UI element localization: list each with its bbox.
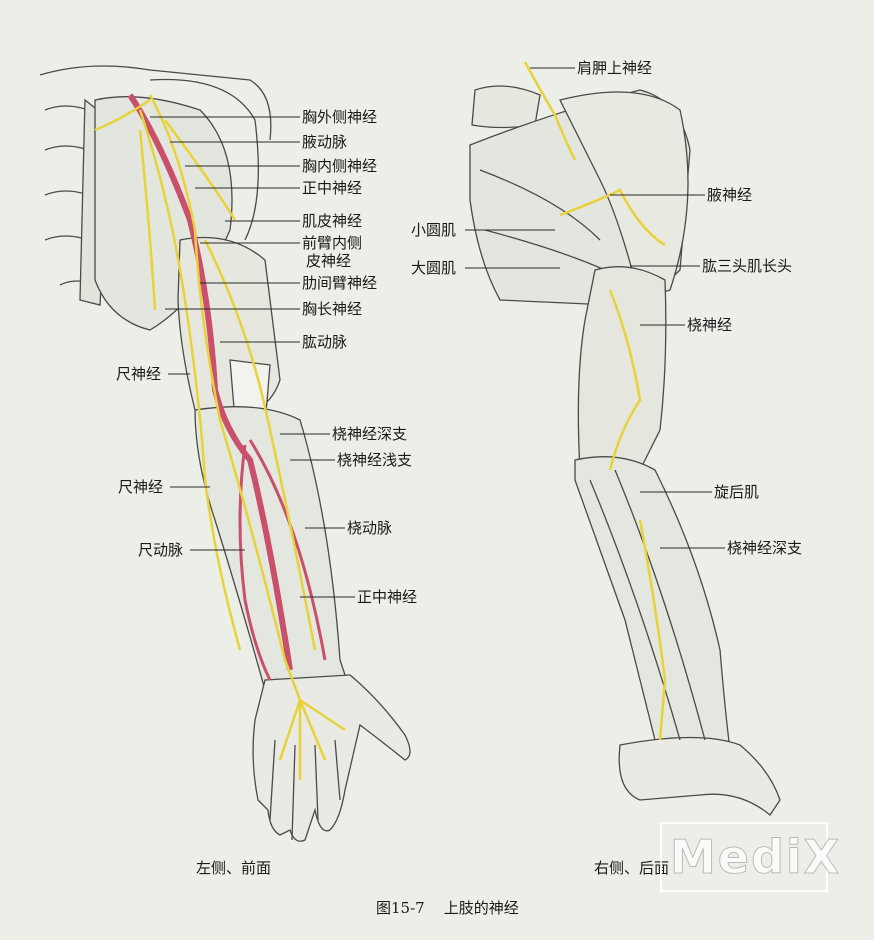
left-arm-nerves <box>94 94 346 780</box>
leader-lines <box>150 67 725 598</box>
label-ulnar-nerve-lower: 尺神经 <box>118 478 164 496</box>
label-medial-antebrachial-line2: 皮神经 <box>306 252 352 270</box>
label-long-thoracic-nerve: 胸长神经 <box>302 300 363 318</box>
forearm-posterior <box>574 456 731 761</box>
label-ulnar-nerve-upper: 尺神经 <box>116 365 162 383</box>
label-median-nerve-lower: 正中神经 <box>357 588 418 606</box>
suprascapular-path <box>523 61 577 161</box>
hand-nerve-branches <box>278 698 346 780</box>
label-musculocutaneous-nerve: 肌皮神经 <box>302 212 363 230</box>
median-nerve-path <box>148 94 302 701</box>
right-arm-posterior <box>469 85 781 816</box>
shoulder-outline <box>149 78 259 241</box>
axillary-nerve-path <box>559 188 666 247</box>
ulnar-nerve-path <box>138 109 242 651</box>
label-radial-deep-branch-left: 桡神经深支 <box>332 425 408 443</box>
upper-arm-posterior <box>577 266 667 471</box>
label-brachial-artery: 肱动脉 <box>302 333 348 351</box>
musculocutaneous-path <box>163 119 237 221</box>
label-ulnar-artery: 尺动脉 <box>138 541 184 559</box>
right-arm-nerves <box>523 61 667 741</box>
forearm-outline <box>194 406 351 691</box>
label-axillary-nerve: 腋神经 <box>707 186 753 204</box>
finger-line-4 <box>334 739 341 801</box>
label-medial-antebrachial-line1: 前臂内侧 <box>302 234 363 252</box>
label-teres-minor: 小圆肌 <box>411 221 457 239</box>
label-supinator: 旋后肌 <box>714 483 760 501</box>
label-triceps-long-head: 肱三头肌长头 <box>702 257 793 275</box>
ulnar-artery-path <box>238 444 272 681</box>
muscle-line-a <box>589 479 681 741</box>
hand-posterior <box>618 736 781 816</box>
finger-line-2 <box>291 744 296 841</box>
label-intercostobrachial-nerve: 肋间臂神经 <box>302 274 378 292</box>
figure-title: 图15-7 上肢的神经 <box>376 899 519 917</box>
teres-lines-1 <box>479 169 601 241</box>
muscle-line-b <box>614 469 706 741</box>
label-axillary-artery: 腋动脉 <box>302 133 348 151</box>
watermark-text: MediX <box>669 830 842 885</box>
label-lateral-pectoral-nerve: 胸外侧神经 <box>302 108 378 126</box>
label-radial-superficial-branch: 桡神经浅支 <box>337 451 413 469</box>
hand-outline <box>252 674 411 842</box>
label-teres-major: 大圆肌 <box>411 259 457 277</box>
clavicle-stub <box>471 85 541 129</box>
label-radial-artery: 桡动脉 <box>347 519 393 537</box>
label-suprascapular-nerve: 肩胛上神经 <box>577 59 653 77</box>
watermark-logo: MediX <box>660 822 840 892</box>
caption-left-view: 左侧、前面 <box>196 859 272 877</box>
label-median-nerve-upper: 正中神经 <box>302 179 363 197</box>
radial-artery-path <box>248 439 327 661</box>
chest-outline <box>39 65 272 141</box>
label-medial-pectoral-nerve: 胸内侧神经 <box>302 157 378 175</box>
long-thoracic-path <box>138 129 157 311</box>
finger-line-3 <box>314 744 319 821</box>
teres-lines-2 <box>484 229 606 271</box>
label-radial-deep-branch-right: 桡神经深支 <box>727 539 803 557</box>
radial-deep-path <box>638 519 667 741</box>
finger-line-1 <box>269 739 276 821</box>
caption-right-view: 右侧、后面 <box>594 859 670 877</box>
radial-superficial-path <box>203 239 317 651</box>
radial-nerve-path <box>608 289 642 471</box>
lateral-pectoral-path <box>94 98 151 132</box>
label-radial-nerve: 桡神经 <box>687 316 733 334</box>
